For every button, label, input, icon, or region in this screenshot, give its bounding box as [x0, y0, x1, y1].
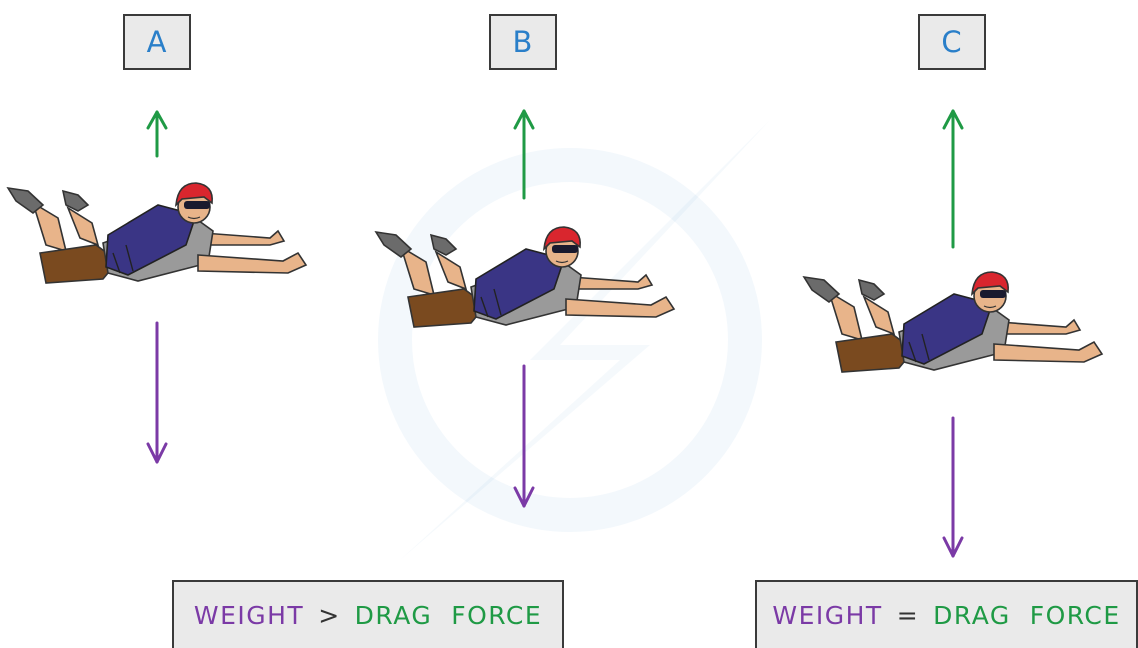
label-box-b: B [489, 14, 557, 70]
label-a-text: A [147, 25, 168, 59]
weight-text: WEIGHT [772, 601, 882, 630]
label-c-text: C [941, 25, 962, 59]
skydiver-a [8, 183, 306, 283]
condition-box-c: WEIGHT = DRAG FORCE [755, 580, 1138, 648]
label-box-a: A [123, 14, 191, 70]
condition-box-b: WEIGHT > DRAG FORCE [172, 580, 564, 648]
drag-force-text: DRAG FORCE [933, 601, 1120, 630]
operator-text: > [318, 601, 340, 630]
label-b-text: B [513, 25, 534, 59]
operator-text: = [897, 601, 919, 630]
skydiver-b [376, 227, 674, 327]
label-box-c: C [918, 14, 986, 70]
skydiver-c [804, 272, 1102, 372]
weight-text: WEIGHT [194, 601, 304, 630]
drag-force-text: DRAG FORCE [355, 601, 542, 630]
